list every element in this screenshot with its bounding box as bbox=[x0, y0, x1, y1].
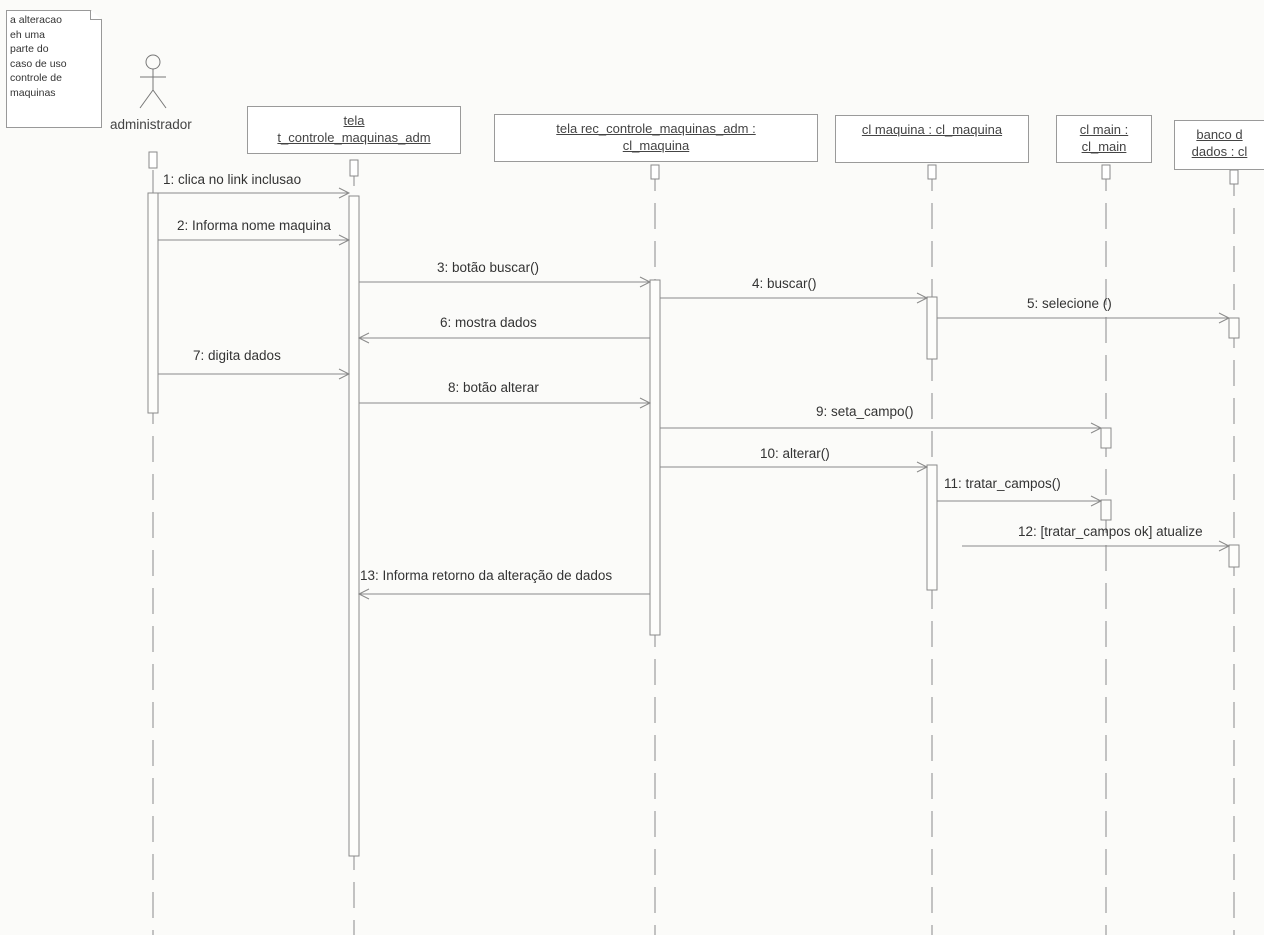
message-label: 4: buscar() bbox=[752, 276, 817, 291]
message-label: 5: selecione () bbox=[1027, 296, 1112, 311]
activation-cl-maquina-1 bbox=[926, 296, 938, 360]
uml-note: a alteracao eh uma parte do caso de uso … bbox=[6, 10, 102, 128]
object-tela-box[interactable]: tela t_controle_maquinas_adm bbox=[247, 106, 461, 154]
message-label: 6: mostra dados bbox=[440, 315, 537, 330]
object-label: dados : cl bbox=[1191, 144, 1248, 159]
object-label: cl_maquina bbox=[622, 138, 690, 153]
actor-figure bbox=[139, 54, 167, 109]
object-label: tela rec_controle_maquinas_adm : bbox=[556, 121, 756, 136]
activation-tela bbox=[348, 195, 360, 857]
object-tela-rec-box[interactable]: tela rec_controle_maquinas_adm : cl_maqu… bbox=[494, 114, 818, 162]
object-cl-maquina-box[interactable]: cl maquina : cl_maquina bbox=[835, 115, 1029, 163]
activation-cl-main-1 bbox=[1100, 427, 1112, 449]
activation-banco-2 bbox=[1228, 544, 1240, 568]
activation-banco-1 bbox=[1228, 317, 1240, 339]
message-label: 7: digita dados bbox=[193, 348, 281, 363]
object-banco-box[interactable]: banco d dados : cl bbox=[1174, 120, 1264, 170]
message-label: 1: clica no link inclusao bbox=[163, 172, 302, 187]
activation-cl-main-2 bbox=[1100, 499, 1112, 521]
object-cl-main-box[interactable]: cl main : cl_main bbox=[1056, 115, 1152, 163]
activation-tela-rec bbox=[649, 279, 661, 636]
note-line: maquinas bbox=[10, 86, 56, 99]
activation-cl-maquina-2 bbox=[926, 464, 938, 591]
message-label: 8: botão alterar bbox=[448, 380, 539, 395]
note-fold-corner bbox=[90, 10, 102, 20]
message-label: 13: Informa retorno da alteração de dado… bbox=[360, 568, 613, 583]
actor-name: administrador bbox=[110, 117, 192, 132]
activation-administrador bbox=[147, 192, 159, 414]
object-label: banco d bbox=[1196, 127, 1243, 142]
note-line: caso de uso bbox=[10, 57, 67, 70]
object-label: t_controle_maquinas_adm bbox=[277, 130, 431, 145]
note-line: a alteracao bbox=[10, 14, 62, 26]
note-line: parte do bbox=[10, 43, 49, 55]
message-label: 3: botão buscar() bbox=[437, 260, 540, 275]
object-label: cl maquina : cl_maquina bbox=[861, 122, 1003, 137]
object-label: cl main : bbox=[1079, 122, 1129, 137]
object-label: cl_main bbox=[1081, 139, 1127, 154]
message-label: 2: Informa nome maquina bbox=[177, 218, 331, 233]
object-label: tela bbox=[343, 113, 365, 128]
message-label: 10: alterar() bbox=[760, 446, 830, 461]
note-line: eh uma bbox=[10, 28, 46, 41]
note-line: controle de bbox=[10, 72, 62, 84]
message-label: 12: [tratar_campos ok] atualize bbox=[1018, 524, 1203, 539]
message-label: 11: tratar_campos() bbox=[944, 476, 1061, 491]
message-label: 9: seta_campo() bbox=[816, 404, 914, 419]
